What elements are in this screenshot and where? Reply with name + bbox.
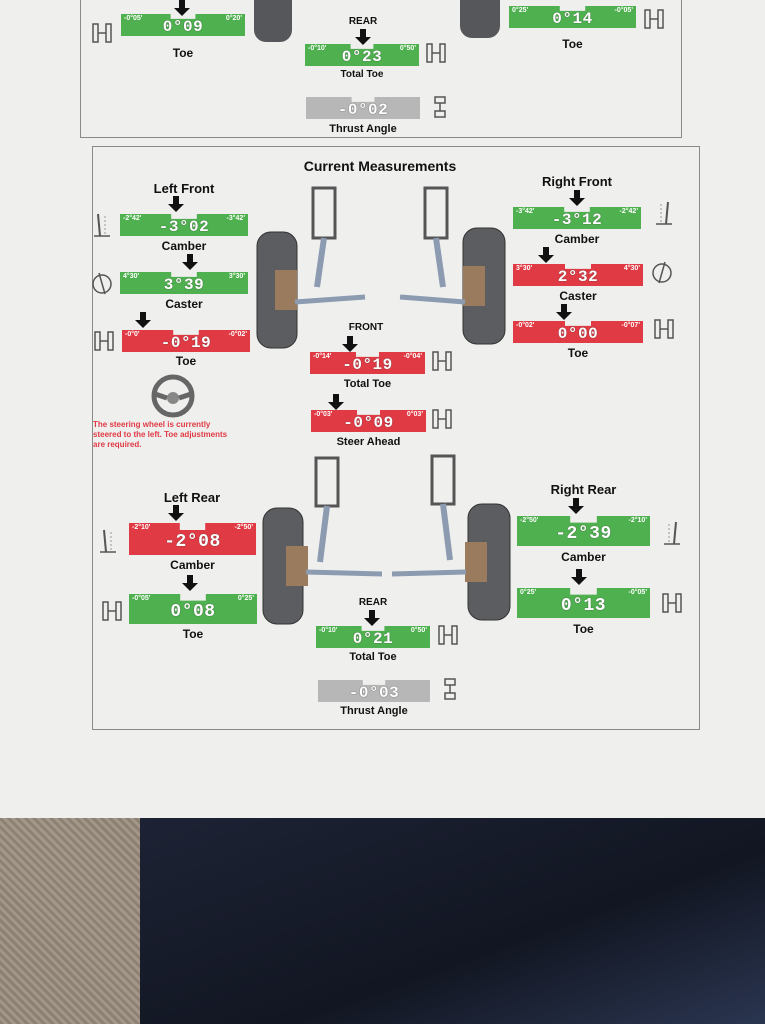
top-left-toe-bar: -0°05' 0°20' 0°09 (121, 14, 245, 36)
left-front-camber-bar: -2°42' -3°42' -3°02 (120, 214, 248, 236)
top-total-toe-value: 0°23 (341, 48, 383, 66)
steering-note: The steering wheel is currently steered … (93, 420, 228, 449)
thrust-angle-bar: -0°03 (318, 680, 430, 702)
front-header: FRONT (348, 322, 384, 333)
left-front-toe-label: Toe (175, 354, 197, 368)
top-thrust-angle-value: -0°02 (337, 101, 389, 119)
steering-wheel-icon (151, 374, 195, 418)
section-title: Current Measurements (303, 158, 457, 174)
front-suspension-illustration (256, 186, 506, 349)
thrust-angle-diagram-icon (434, 96, 446, 118)
current-measurements-box (92, 146, 700, 730)
left-rear-camber-value: -2°08 (164, 532, 221, 552)
top-rear-header: REAR (348, 16, 378, 27)
left-front-caster-value: 3°39 (163, 276, 205, 294)
left-front-header: Left Front (153, 181, 215, 196)
toe-diagram-icon (644, 9, 664, 29)
top-total-toe-bar: -0°10' 0°50' 0°23 (305, 44, 419, 66)
toe-diagram-icon (92, 23, 112, 43)
right-rear-camber-label: Camber (561, 550, 606, 564)
left-front-toe-bar: -0°0' -0°02' -0°19 (122, 330, 250, 352)
right-front-caster-label: Caster (559, 289, 597, 303)
toe-diagram-icon (102, 601, 122, 621)
left-rear-camber-bar: -2°10' -2°50' -2°08 (129, 523, 256, 555)
top-thrust-angle-bar: -0°02 (306, 97, 420, 119)
front-total-toe-value: -0°19 (342, 356, 393, 374)
right-rear-header: Right Rear (550, 482, 617, 497)
toe-diagram-icon (94, 331, 114, 351)
front-total-toe-bar: -0°14' -0°04' -0°19 (310, 352, 425, 374)
left-front-camber-label: Camber (161, 239, 207, 253)
steer-ahead-value: -0°09 (343, 414, 394, 432)
right-front-toe-label: Toe (567, 346, 589, 360)
total-toe-diagram-icon (426, 43, 446, 63)
camber-diagram-icon (664, 521, 680, 545)
top-left-toe-label: Toe (172, 46, 194, 60)
right-front-header: Right Front (541, 174, 613, 189)
right-front-camber-value: -3°12 (551, 211, 603, 229)
left-front-caster-label: Caster (165, 297, 203, 311)
camber-diagram-icon (94, 213, 110, 237)
right-rear-toe-value: 0°13 (560, 596, 607, 616)
steer-ahead-diagram-icon (432, 409, 452, 429)
camber-diagram-icon (656, 201, 672, 225)
left-rear-camber-label: Camber (170, 558, 215, 572)
front-total-toe-label: Total Toe (343, 378, 392, 390)
toe-diagram-icon (662, 593, 682, 613)
right-front-toe-bar: -0°02' -0°07' 0°00 (513, 321, 643, 343)
left-rear-toe-label: Toe (182, 627, 204, 641)
top-right-toe-bar: 0°25' -0°05' 0°14 (509, 6, 636, 28)
thrust-angle-diagram-icon (444, 678, 456, 700)
top-left-toe-value: 0°09 (162, 18, 204, 36)
top-right-toe-label: Toe (562, 37, 583, 51)
left-rear-header: Left Rear (163, 490, 221, 505)
rear-total-toe-label: Total Toe (349, 651, 397, 663)
right-front-toe-value: 0°00 (557, 325, 599, 343)
thrust-angle-label: Thrust Angle (340, 705, 408, 717)
caster-diagram-icon (652, 261, 672, 284)
top-thrust-angle-label: Thrust Angle (329, 123, 397, 135)
right-front-caster-value: 2°32 (557, 268, 599, 286)
right-rear-camber-value: -2°39 (555, 524, 612, 544)
left-front-camber-value: -3°02 (158, 218, 210, 236)
camber-diagram-icon (100, 529, 116, 553)
denim-surface (140, 815, 765, 1024)
left-rear-toe-value: 0°08 (170, 602, 216, 622)
rear-total-toe-bar: -0°10' 0°50' 0°21 (316, 626, 430, 648)
wheel-partial-right (460, 0, 500, 38)
right-rear-toe-bar: 0°25' -0°05' 0°13 (517, 588, 650, 618)
right-rear-camber-bar: -2°50' -2°10' -2°39 (517, 516, 650, 546)
right-rear-toe-label: Toe (573, 622, 594, 636)
caster-diagram-icon (92, 272, 112, 295)
steer-ahead-bar: -0°03' 0°03' -0°09 (311, 410, 426, 432)
top-section-box (80, 0, 682, 138)
rear-total-toe-value: 0°21 (352, 630, 394, 648)
toe-diagram-icon (654, 319, 674, 339)
total-toe-diagram-icon (438, 625, 458, 645)
alignment-printout: -0°05' 0°20' 0°09 Toe 0°25' -0°05' 0°14 … (0, 0, 765, 818)
right-front-camber-label: Camber (554, 232, 600, 246)
left-front-toe-value: -0°19 (160, 334, 212, 352)
right-front-caster-bar: 3°30' 4°30' 2°32 (513, 264, 643, 286)
total-toe-diagram-icon (432, 351, 452, 371)
thrust-angle-value: -0°03 (348, 684, 400, 702)
rear-header: REAR (358, 597, 388, 608)
left-front-caster-bar: 4°30' 3°30' 3°39 (120, 272, 248, 294)
top-total-toe-label: Total Toe (340, 69, 384, 80)
top-right-toe-value: 0°14 (552, 10, 593, 28)
rear-suspension-illustration (262, 454, 511, 625)
wheel-partial-left (254, 0, 292, 42)
fabric-surface (0, 815, 140, 1024)
steer-ahead-label: Steer Ahead (336, 436, 401, 448)
left-rear-toe-bar: -0°05' 0°25' 0°08 (129, 594, 257, 624)
right-front-camber-bar: -3°42' -2°42' -3°12 (513, 207, 641, 229)
